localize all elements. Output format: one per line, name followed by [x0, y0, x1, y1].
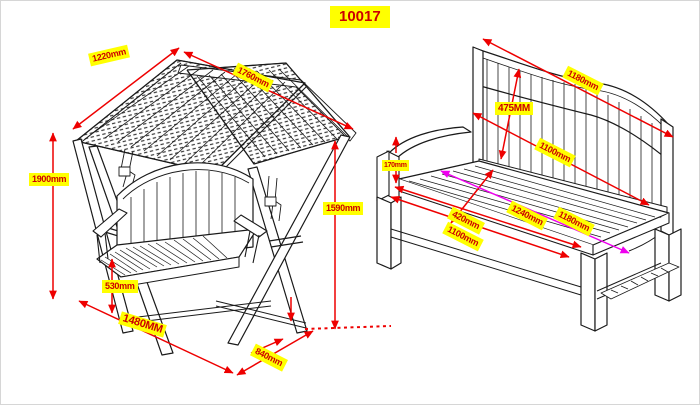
dimension-label-backrest-height: 475MM — [495, 102, 533, 115]
swing-bench — [92, 162, 268, 288]
dimension-label-seat-height: 530mm — [102, 280, 138, 293]
bench-legs — [376, 196, 682, 332]
canopy-roof — [75, 59, 357, 177]
dimension-label-armrest-height: 170mm — [382, 160, 409, 171]
bench-lower-slats — [600, 262, 680, 300]
page-title: 10017 — [330, 6, 390, 28]
dimension-label-overall-height: 1900mm — [29, 173, 70, 186]
bench-line-art — [376, 46, 682, 332]
dimension-label-frame-height: 1590mm — [323, 202, 364, 215]
swing-line-art — [72, 59, 357, 356]
swing-dimension-lines — [49, 47, 392, 376]
